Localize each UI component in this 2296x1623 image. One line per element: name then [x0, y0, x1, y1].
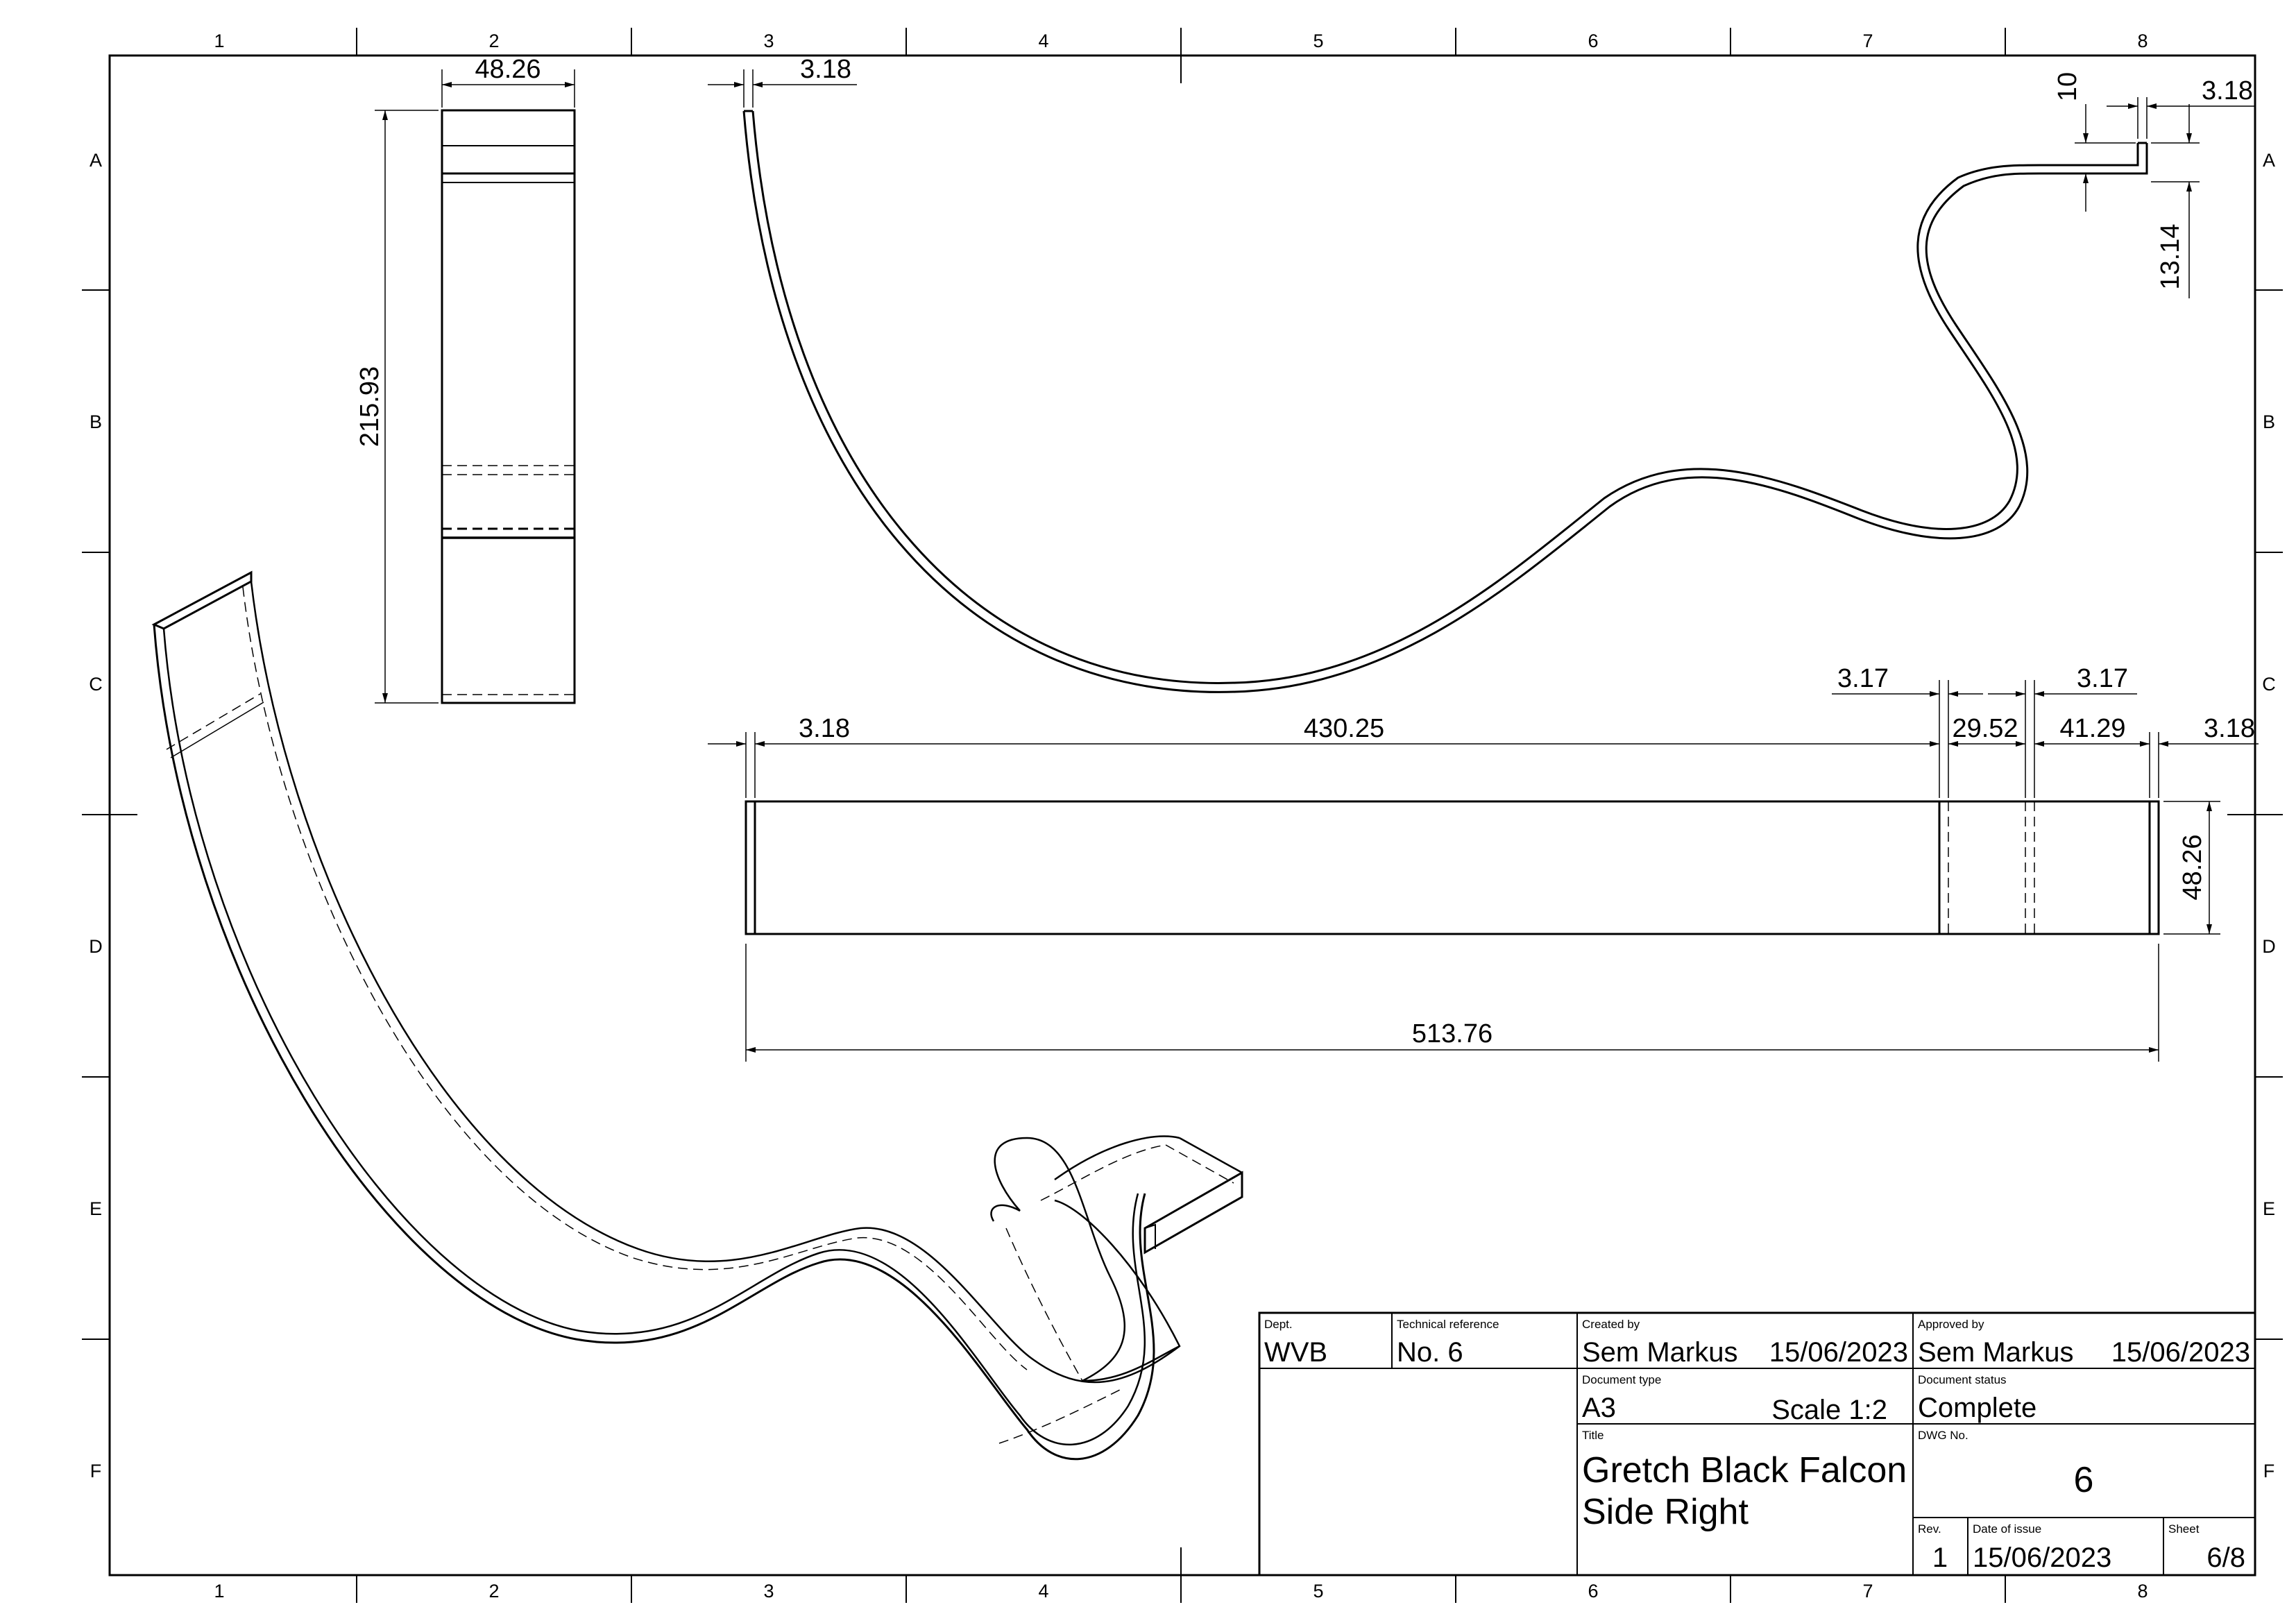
dim-flat-start: 3.18: [799, 714, 850, 743]
sheet-value: 6/8: [2206, 1543, 2245, 1573]
zone-labels: 1 2 3 4 5 6 7 8 1 2 3 4 5 6 7 8 A B C D …: [89, 31, 2276, 1601]
rev-label: Rev.: [1918, 1522, 1941, 1536]
dim-hook-drop: 13.14: [2156, 223, 2185, 289]
zone-bottom-2: 2: [488, 1581, 499, 1601]
tech-ref-label: Technical reference: [1397, 1318, 1499, 1331]
zone-top-2: 2: [488, 31, 499, 51]
doc-status-label: Document status: [1918, 1373, 2007, 1386]
doc-type-label: Document type: [1582, 1373, 1661, 1386]
doc-status-value: Complete: [1918, 1393, 2036, 1423]
dim-hook-thickness: 3.18: [2202, 76, 2253, 105]
flat-pattern-view: [745, 800, 2160, 935]
sheet-label: Sheet: [2168, 1522, 2200, 1536]
drawing-frame: [82, 28, 2283, 1603]
approved-date: 15/06/2023: [2111, 1337, 2250, 1368]
dim-front-height: 215.93: [355, 366, 384, 447]
zone-top-3: 3: [763, 31, 774, 51]
created-by-label: Created by: [1582, 1318, 1640, 1331]
zone-left-d: D: [89, 936, 103, 957]
zone-top-6: 6: [1588, 31, 1598, 51]
zone-top-5: 5: [1313, 31, 1323, 51]
dwg-no-value: 6: [2074, 1460, 2094, 1500]
zone-top-1: 1: [214, 31, 224, 51]
approved-by-value: Sem Markus: [1918, 1337, 2074, 1368]
zone-left-f: F: [90, 1461, 102, 1481]
zone-top-7: 7: [1862, 31, 1873, 51]
dim-front-width: 48.26: [475, 55, 541, 84]
zone-bottom-6: 6: [1588, 1581, 1598, 1601]
scale-value: Scale 1:2: [1771, 1395, 1887, 1425]
zone-right-a: A: [2263, 150, 2275, 171]
date-of-issue-label: Date of issue: [1973, 1522, 2041, 1536]
title-line-1: Gretch Black Falcon: [1582, 1450, 1907, 1490]
zone-bottom-8: 8: [2137, 1581, 2148, 1601]
zone-right-c: C: [2262, 674, 2276, 695]
dim-flat-t2: 3.17: [2077, 664, 2128, 693]
dim-flat-width: 48.26: [2178, 834, 2207, 900]
zone-bottom-7: 7: [1862, 1581, 1873, 1601]
approved-by-label: Approved by: [1918, 1318, 1984, 1331]
date-of-issue-value: 15/06/2023: [1973, 1543, 2111, 1573]
dept-value: WVB: [1264, 1337, 1327, 1368]
zone-left-b: B: [90, 411, 102, 432]
doc-type-value: A3: [1582, 1393, 1616, 1423]
top-view-dimensions: [708, 69, 2255, 298]
dim-flat-seg2: 41.29: [2059, 714, 2125, 743]
dim-flat-end: 3.18: [2204, 714, 2255, 743]
created-by-value: Sem Markus: [1582, 1337, 1738, 1368]
top-view-profile: [742, 110, 2148, 693]
zone-right-f: F: [2263, 1461, 2275, 1481]
isometric-view: [151, 570, 1243, 1461]
zone-left-e: E: [90, 1198, 102, 1219]
zone-left-c: C: [89, 674, 103, 695]
zone-bottom-5: 5: [1313, 1581, 1323, 1601]
front-view: [441, 109, 576, 704]
title-block: [1258, 1311, 2256, 1577]
zone-left-a: A: [90, 150, 102, 171]
dwg-no-label: DWG No.: [1918, 1429, 1968, 1442]
dim-flat-seg1: 29.52: [1952, 714, 2018, 743]
flat-pattern-dimensions: [708, 680, 2259, 1062]
zone-top-8: 8: [2137, 31, 2148, 51]
title-line-2: Side Right: [1582, 1492, 1749, 1532]
dim-hook-height: 10: [2053, 72, 2082, 101]
zone-right-b: B: [2263, 411, 2275, 432]
tech-ref-value: No. 6: [1397, 1337, 1463, 1368]
zone-top-4: 4: [1038, 31, 1048, 51]
dim-flat-main: 430.25: [1304, 714, 1384, 743]
title-label: Title: [1582, 1429, 1604, 1442]
dim-flat-t1: 3.17: [1837, 664, 1889, 693]
zone-right-d: D: [2262, 936, 2276, 957]
dim-top-thickness: 3.18: [800, 55, 851, 84]
created-date: 15/06/2023: [1769, 1337, 1908, 1368]
front-view-dimensions: [375, 69, 575, 704]
zone-right-e: E: [2263, 1198, 2275, 1219]
zone-bottom-3: 3: [763, 1581, 774, 1601]
zone-bottom-1: 1: [214, 1581, 224, 1601]
zone-bottom-4: 4: [1038, 1581, 1048, 1601]
dept-label: Dept.: [1264, 1318, 1293, 1331]
dim-flat-total: 513.76: [1412, 1019, 1493, 1048]
rev-value: 1: [1932, 1543, 1948, 1573]
